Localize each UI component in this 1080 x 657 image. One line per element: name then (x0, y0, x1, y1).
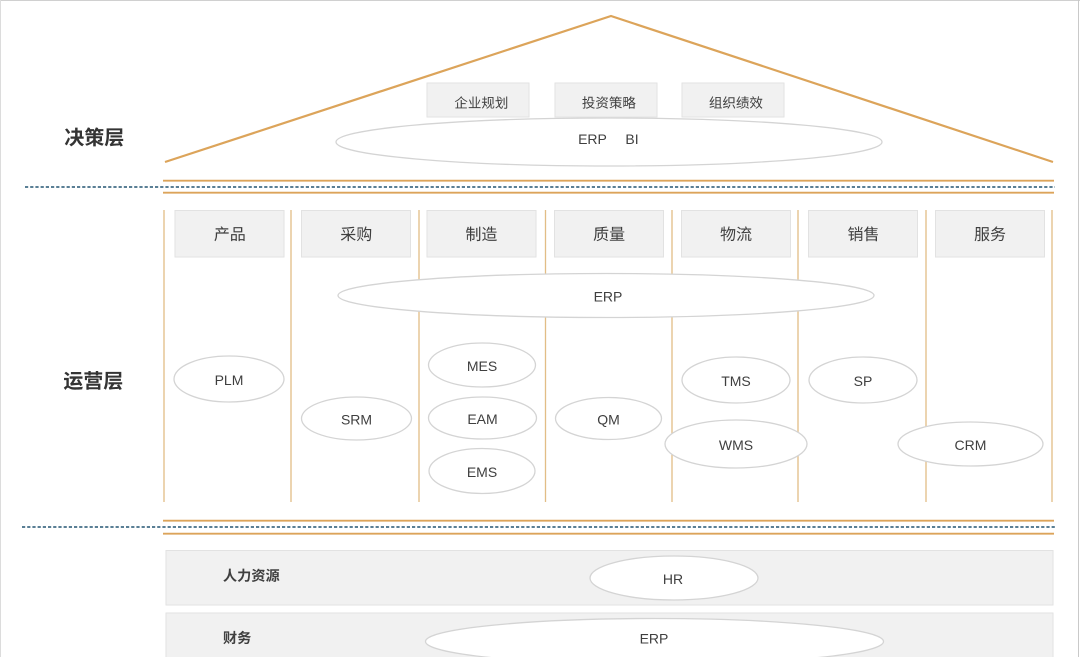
svg-text:EMS: EMS (467, 464, 497, 480)
svg-text:SRM: SRM (341, 412, 372, 428)
svg-text:MES: MES (467, 358, 497, 374)
svg-text:HR: HR (663, 571, 683, 587)
svg-text:WMS: WMS (719, 437, 753, 453)
svg-text:TMS: TMS (721, 373, 751, 389)
svg-text:SP: SP (854, 373, 873, 389)
svg-text:EAM: EAM (467, 411, 497, 427)
svg-text:BI: BI (625, 131, 638, 147)
svg-text:ERP: ERP (640, 631, 669, 647)
svg-text:ERP: ERP (578, 131, 607, 147)
svg-text:ERP: ERP (594, 289, 623, 305)
svg-text:CRM: CRM (955, 437, 987, 453)
svg-text:QM: QM (597, 412, 620, 428)
svg-text:PLM: PLM (215, 372, 244, 388)
